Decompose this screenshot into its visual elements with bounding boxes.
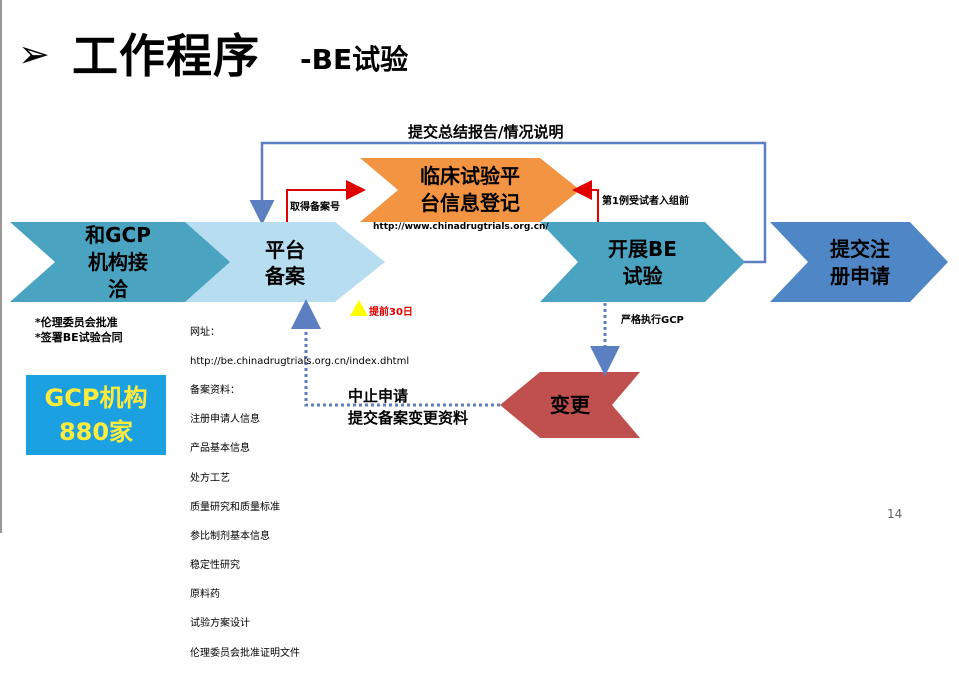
- gcp-box-title: GCP机构: [44, 384, 148, 412]
- material-item: 参比制剂基本信息: [190, 530, 270, 542]
- materials-label: 备案资料：: [190, 384, 240, 396]
- change-arrow: [500, 372, 640, 438]
- gcp-contact-label: 和GCP 机构接 洽: [85, 223, 151, 301]
- workflow-diagram: [10, 141, 948, 438]
- gcp-contact-arrow: [10, 222, 240, 302]
- start-be-arrow: [540, 222, 745, 302]
- strict-gcp-label: 严格执行GCP: [621, 315, 684, 326]
- submit-registration-arrow: [770, 222, 948, 302]
- clinical-platform-arrow: [360, 158, 580, 222]
- material-item: 质量研究和质量标准: [190, 501, 280, 513]
- suspend-application-label: 中止申请: [348, 387, 409, 405]
- submit-registration-label: 提交注 册申请: [830, 237, 890, 288]
- material-item: 伦理委员会批准证明文件: [190, 647, 300, 659]
- platform-filing-arrow: [185, 222, 385, 302]
- first-subject-arrow: [572, 180, 599, 222]
- page-subtitle: -BE试验: [300, 43, 409, 76]
- warning-triangle-icon: [350, 300, 368, 316]
- address-label: 网址：: [190, 326, 220, 338]
- material-item: 注册申请人信息: [190, 414, 260, 426]
- slide-left-border: [0, 0, 2, 533]
- change-feedback-dotted-arrow: [291, 299, 500, 407]
- start-be-label: 开展BE 试验: [608, 237, 677, 288]
- material-item: 试验方案设计: [190, 618, 250, 630]
- material-item: 处方工艺: [190, 472, 230, 484]
- address-url: http://be.chinadrugtrials.org.cn/index.d…: [190, 355, 410, 367]
- platform-url: http://www.chinadrugtrials.org.cn/: [373, 222, 549, 232]
- advance-30-days-label: 提前30日: [369, 307, 413, 318]
- platform-filing-label: 平台 备案: [265, 238, 305, 288]
- clinical-platform-label: 临床试验平 台信息登记: [420, 164, 520, 215]
- material-item: 产品基本信息: [190, 443, 250, 455]
- submit-change-materials-label: 提交备案变更资料: [348, 409, 469, 427]
- summary-report-loop-line: [249, 141, 767, 264]
- gcp-notes: *伦理委员会批准 *签署BE试验合同: [35, 316, 123, 344]
- change-label: 变更: [550, 393, 590, 417]
- page-title: 工作程序: [72, 29, 260, 83]
- first-subject-label: 第1例受试者入组前: [602, 196, 689, 207]
- gcp-box-count: 880家: [58, 418, 134, 446]
- summary-report-label: 提交总结报告/情况说明: [408, 123, 564, 141]
- gcp-count-box: GCP机构 880家: [26, 375, 166, 455]
- title-bullet-icon: ➢: [18, 32, 50, 76]
- material-item: 原料药: [190, 589, 220, 601]
- filing-info: 网址： http://be.chinadrugtrials.org.cn/ind…: [190, 311, 409, 676]
- get-filing-number-label: 取得备案号: [290, 202, 340, 213]
- page-number: 14: [887, 507, 903, 521]
- material-item: 稳定性研究: [190, 560, 240, 572]
- get-filing-number-arrow: [286, 180, 366, 222]
